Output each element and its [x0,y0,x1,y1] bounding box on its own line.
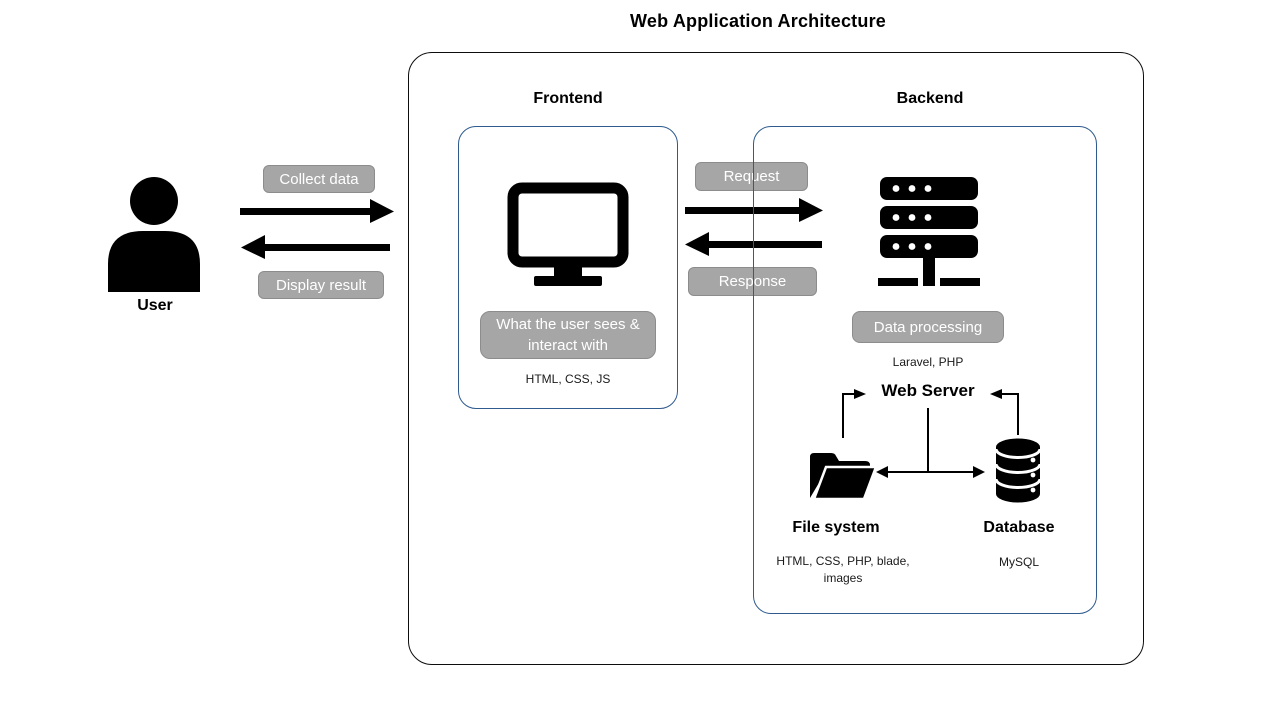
user-icon [108,177,200,292]
web-server-label: Web Server [881,381,975,400]
database-icon [995,438,1041,503]
request-arrow [685,198,823,222]
file-system-label: File system [792,519,880,536]
backend-note-label: Data processing [852,311,1004,343]
response-arrow [685,232,822,256]
display-result-label: Display result [258,271,384,299]
file-system-tech-text: HTML, CSS, PHP, blade, images [776,554,910,585]
diagram-title: Web Application Architecture [630,11,886,31]
request-label: Request [695,162,808,191]
collect-data-arrow [240,199,394,223]
monitor-icon [507,182,629,286]
frontend-note-label: What the user sees & interact with [480,311,656,359]
database-label: Database [983,519,1055,536]
collect-data-label: Collect data [263,165,375,193]
frontend-heading: Frontend [533,90,603,107]
folder-icon [810,453,878,501]
backend-tech-text: Laravel, PHP [892,355,964,369]
backend-box [753,126,1097,614]
frontend-tech-text: HTML, CSS, JS [525,372,611,386]
user-label: User [137,297,173,314]
database-tech-text: MySQL [998,555,1039,569]
response-label: Response [688,267,817,296]
frontend-box [458,126,678,409]
display-result-arrow [241,235,390,259]
backend-heading: Backend [896,90,964,107]
server-icon [878,177,980,286]
architecture-outer-box [408,52,1144,665]
web-server-connectors [842,389,1019,478]
